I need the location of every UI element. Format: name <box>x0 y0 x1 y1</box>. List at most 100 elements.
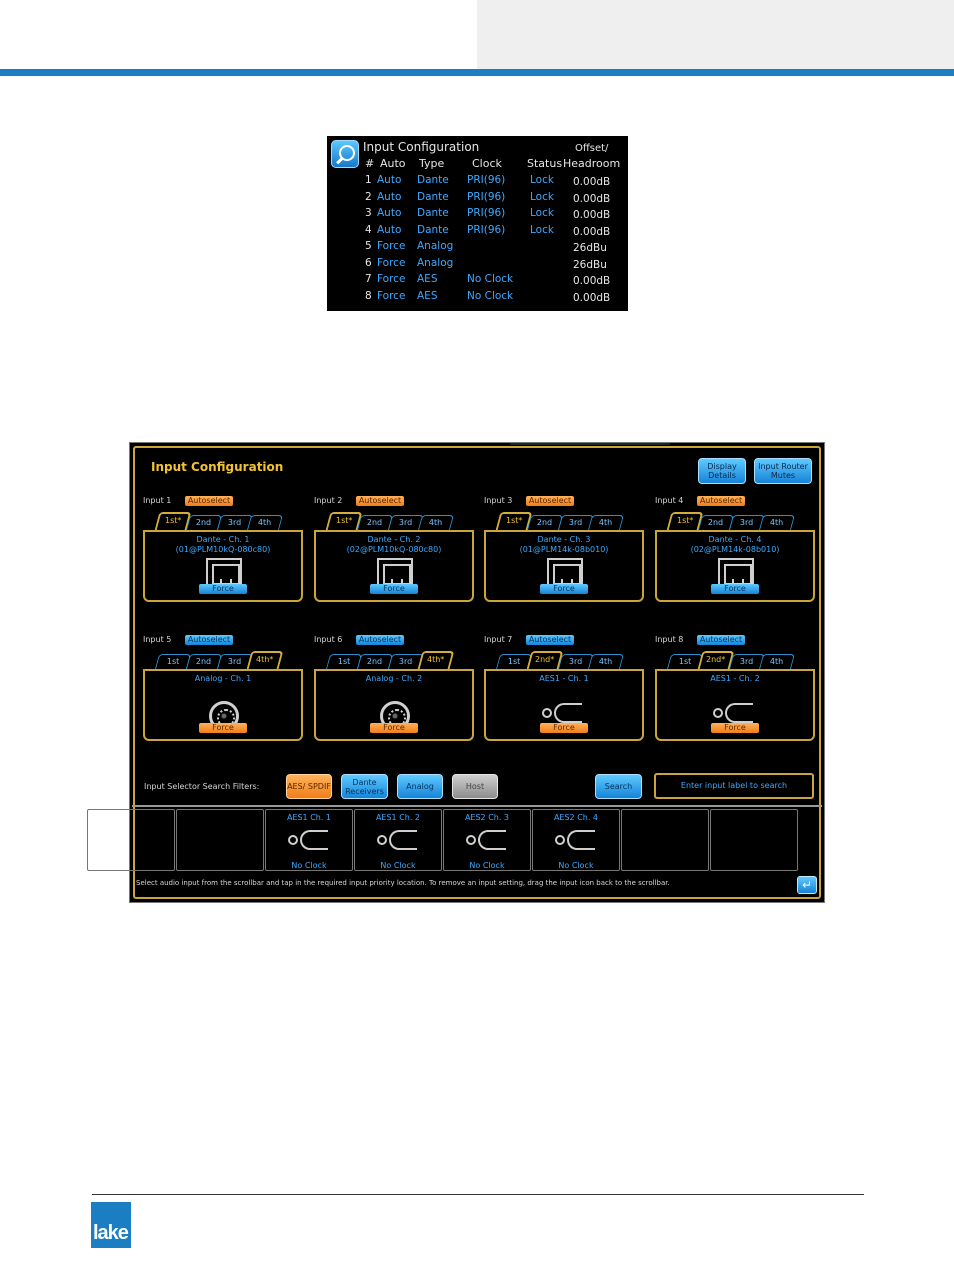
filter-analog-button[interactable]: Analog <box>397 774 443 799</box>
input-source-name: Dante - Ch. 2(02@PLM10kQ-080c80) <box>316 535 472 555</box>
summary-cell-clock: PRI(96) <box>467 190 506 203</box>
summary-cell-head: 0.00dB <box>573 209 611 221</box>
priority-tab-label: 2nd <box>196 518 212 527</box>
autoselect-toggle[interactable]: Autoselect <box>697 635 745 645</box>
source-channel: Analog - Ch. 2 <box>365 674 423 683</box>
force-button[interactable]: Force <box>370 584 418 594</box>
autoselect-toggle[interactable]: Autoselect <box>356 496 404 506</box>
summary-cell-status: Lock <box>530 190 554 203</box>
aes-connector-icon[interactable] <box>466 830 506 850</box>
summary-cell-auto: Force <box>377 256 406 269</box>
summary-cell-n: 6 <box>365 256 372 269</box>
column-header: Auto <box>380 157 406 170</box>
aes-connector-icon[interactable] <box>377 830 417 850</box>
input-slot-card[interactable]: Dante - Ch. 2(02@PLM10kQ-080c80) Force <box>314 530 474 602</box>
summary-cell-head: 0.00dB <box>573 275 611 287</box>
priority-tab[interactable]: 4th <box>587 654 625 669</box>
search-input[interactable]: Enter input label to search <box>654 773 814 799</box>
input-source-name: AES1 - Ch. 1 <box>486 674 642 684</box>
input-slot-card[interactable]: Dante - Ch. 3(01@PLM14k-08b010) Force <box>484 530 644 602</box>
priority-tab[interactable]: 4th* <box>417 651 455 669</box>
priority-tab[interactable]: 4th <box>417 515 455 530</box>
autoselect-toggle[interactable]: Autoselect <box>185 496 233 506</box>
priority-tab-label: 1st <box>507 657 521 666</box>
scrollbar-slot[interactable] <box>87 809 175 871</box>
return-icon[interactable]: ↵ <box>797 876 817 894</box>
autoselect-toggle[interactable]: Autoselect <box>526 496 574 506</box>
source-channel: Dante - Ch. 3 <box>537 535 591 544</box>
ethernet-port-icon <box>547 558 583 586</box>
summary-title: Input Configuration <box>363 140 480 154</box>
force-button[interactable]: Force <box>711 584 759 594</box>
priority-tab[interactable]: 4th <box>587 515 625 530</box>
column-header: Type <box>419 157 445 170</box>
summary-cell-n: 7 <box>365 273 372 285</box>
input-slot-card[interactable]: Dante - Ch. 4(02@PLM14k-08b010)Force <box>655 530 815 602</box>
aes-connector-icon[interactable] <box>288 830 328 850</box>
priority-tab-label: 2nd <box>367 657 383 666</box>
scrollbar-slot[interactable] <box>710 809 798 871</box>
input-label: Input 4 <box>655 496 684 505</box>
summary-cell-n: 8 <box>365 289 372 302</box>
input-slot-card[interactable]: Analog - Ch. 2 Force <box>314 669 474 741</box>
force-button[interactable]: Force <box>199 584 247 594</box>
filter-host-button[interactable]: Host <box>452 774 498 799</box>
scrollbar-slot[interactable] <box>621 809 709 871</box>
autoselect-toggle[interactable]: Autoselect <box>356 635 404 645</box>
priority-tab-label: 4th* <box>427 655 445 664</box>
search-icon[interactable] <box>331 140 359 168</box>
filter-aes-spdif-button[interactable]: AES/ SPDIF <box>286 774 332 799</box>
priority-tab[interactable]: 4th* <box>246 651 284 669</box>
autoselect-toggle[interactable]: Autoselect <box>697 496 745 506</box>
priority-tab[interactable]: 4th <box>246 515 284 530</box>
priority-tab[interactable]: 4th <box>758 515 796 530</box>
summary-cell-type: Dante <box>417 174 449 186</box>
priority-tab-label: 3rd <box>399 518 413 527</box>
autoselect-toggle[interactable]: Autoselect <box>526 635 574 645</box>
force-button[interactable]: Force <box>540 584 588 594</box>
autoselect-toggle[interactable]: Autoselect <box>185 635 233 645</box>
aes-connector-icon[interactable] <box>555 830 595 850</box>
slot-status: No Clock <box>291 861 327 870</box>
summary-cell-clock: PRI(96) <box>467 223 506 236</box>
priority-tab-label: 4th* <box>256 655 274 664</box>
display-details-button[interactable]: Display Details <box>698 458 746 484</box>
scrollbar-slot[interactable] <box>176 809 264 871</box>
input-slot-card[interactable]: Dante - Ch. 1(01@PLM10kQ-080c80)Force <box>143 530 303 602</box>
force-button[interactable]: Force <box>370 723 418 733</box>
summary-cell-head: 0.00dB <box>573 291 611 304</box>
priority-tab-label: 4th <box>599 518 613 527</box>
filter-dante-receivers-button[interactable]: Dante Receivers <box>341 774 388 799</box>
ethernet-port-icon <box>206 558 242 586</box>
summary-cell-head: 26dBu <box>573 242 607 254</box>
priority-tab-label: 1st* <box>335 516 353 525</box>
force-button[interactable]: Force <box>711 723 759 733</box>
input-router-mutes-button[interactable]: Input Router Mutes <box>754 458 812 484</box>
input-source-name: Dante - Ch. 3(01@PLM14k-08b010) <box>486 535 642 555</box>
force-button[interactable]: Force <box>540 723 588 733</box>
slot-status: No Clock <box>380 861 416 870</box>
priority-tab-label: 2nd <box>196 657 212 666</box>
priority-tab-label: 3rd <box>399 657 413 666</box>
summary-cell-n: 4 <box>365 223 372 236</box>
force-button[interactable]: Force <box>199 723 247 733</box>
priority-tab-label: 1st* <box>164 516 182 525</box>
source-device: (02@PLM10kQ-080c80) <box>346 545 442 554</box>
summary-cell-type: AES <box>417 289 438 302</box>
priority-tab-label: 1st* <box>505 516 523 525</box>
priority-tab[interactable]: 4th <box>758 654 796 669</box>
aes-connector-icon <box>713 703 753 723</box>
source-device: (02@PLM14k-08b010) <box>690 545 780 554</box>
input-slot-card[interactable]: AES1 - Ch. 1 Force <box>484 669 644 741</box>
search-button[interactable]: Search <box>595 774 642 799</box>
